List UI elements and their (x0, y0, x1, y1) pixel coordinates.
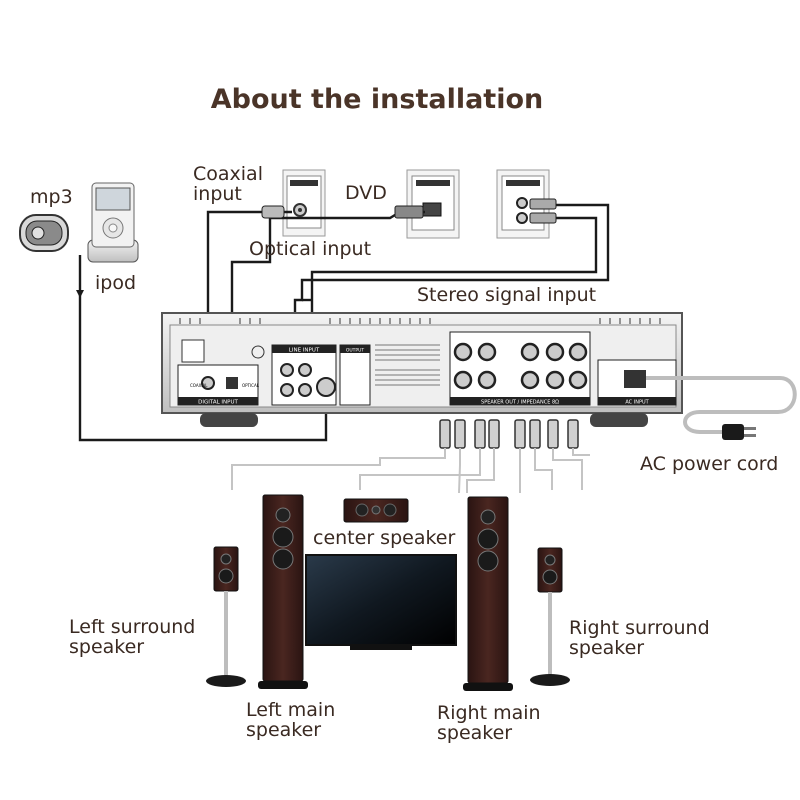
ac-power-cord-label: AC power cord (640, 453, 779, 475)
ipod-label: ipod (95, 272, 137, 294)
stereo-signal-input-label: Stereo signal input (417, 284, 597, 306)
center-speaker (343, 498, 409, 523)
speaker-out-label: SPEAKER OUT / IMPEDANCE 8Ω (481, 400, 559, 406)
dvd-label: DVD (345, 182, 387, 204)
dvd-source-box (406, 169, 460, 239)
mp3-player (19, 214, 69, 252)
line-input-label: LINE INPUT (289, 348, 320, 354)
output-label: OUTPUT (346, 348, 365, 354)
right-surround-speaker (530, 547, 570, 686)
optical-port-label: OPTICAL (242, 383, 260, 388)
ipod-dock (87, 182, 139, 263)
right-main-speaker-label: Right main speaker (437, 702, 541, 744)
coaxial-port-label: COAXIAL (190, 383, 208, 388)
ac-power-cord (646, 376, 797, 440)
tv (305, 554, 457, 650)
speaker-plugs (439, 419, 579, 449)
coaxial-plug (261, 205, 285, 219)
amplifier-rear-panel: DIGITAL INPUT COAXIAL OPTICAL LINE INPUT… (161, 312, 683, 427)
left-main-speaker-label: Left main speaker (246, 699, 336, 741)
left-main-speaker (258, 494, 308, 689)
optical-plug (394, 205, 424, 219)
mp3-label: mp3 (30, 186, 73, 208)
left-surround-speaker (206, 546, 246, 687)
right-main-speaker (463, 496, 513, 691)
arrow-icon (76, 290, 84, 298)
coaxial-source-box (282, 169, 326, 237)
center-speaker-label: center speaker (313, 527, 456, 549)
ac-input-label: AC INPUT (625, 400, 649, 406)
page-title: About the installation (210, 84, 544, 115)
digital-input-label: DIGITAL INPUT (198, 400, 238, 406)
speaker-cables (231, 448, 590, 494)
optical-input-label: Optical input (249, 238, 372, 260)
coaxial-input-label: Coaxial input (193, 163, 263, 205)
right-surround-speaker-label: Right surround speaker (569, 617, 710, 659)
stereo-plugs (529, 198, 557, 224)
left-surround-speaker-label: Left surround speaker (69, 616, 196, 658)
